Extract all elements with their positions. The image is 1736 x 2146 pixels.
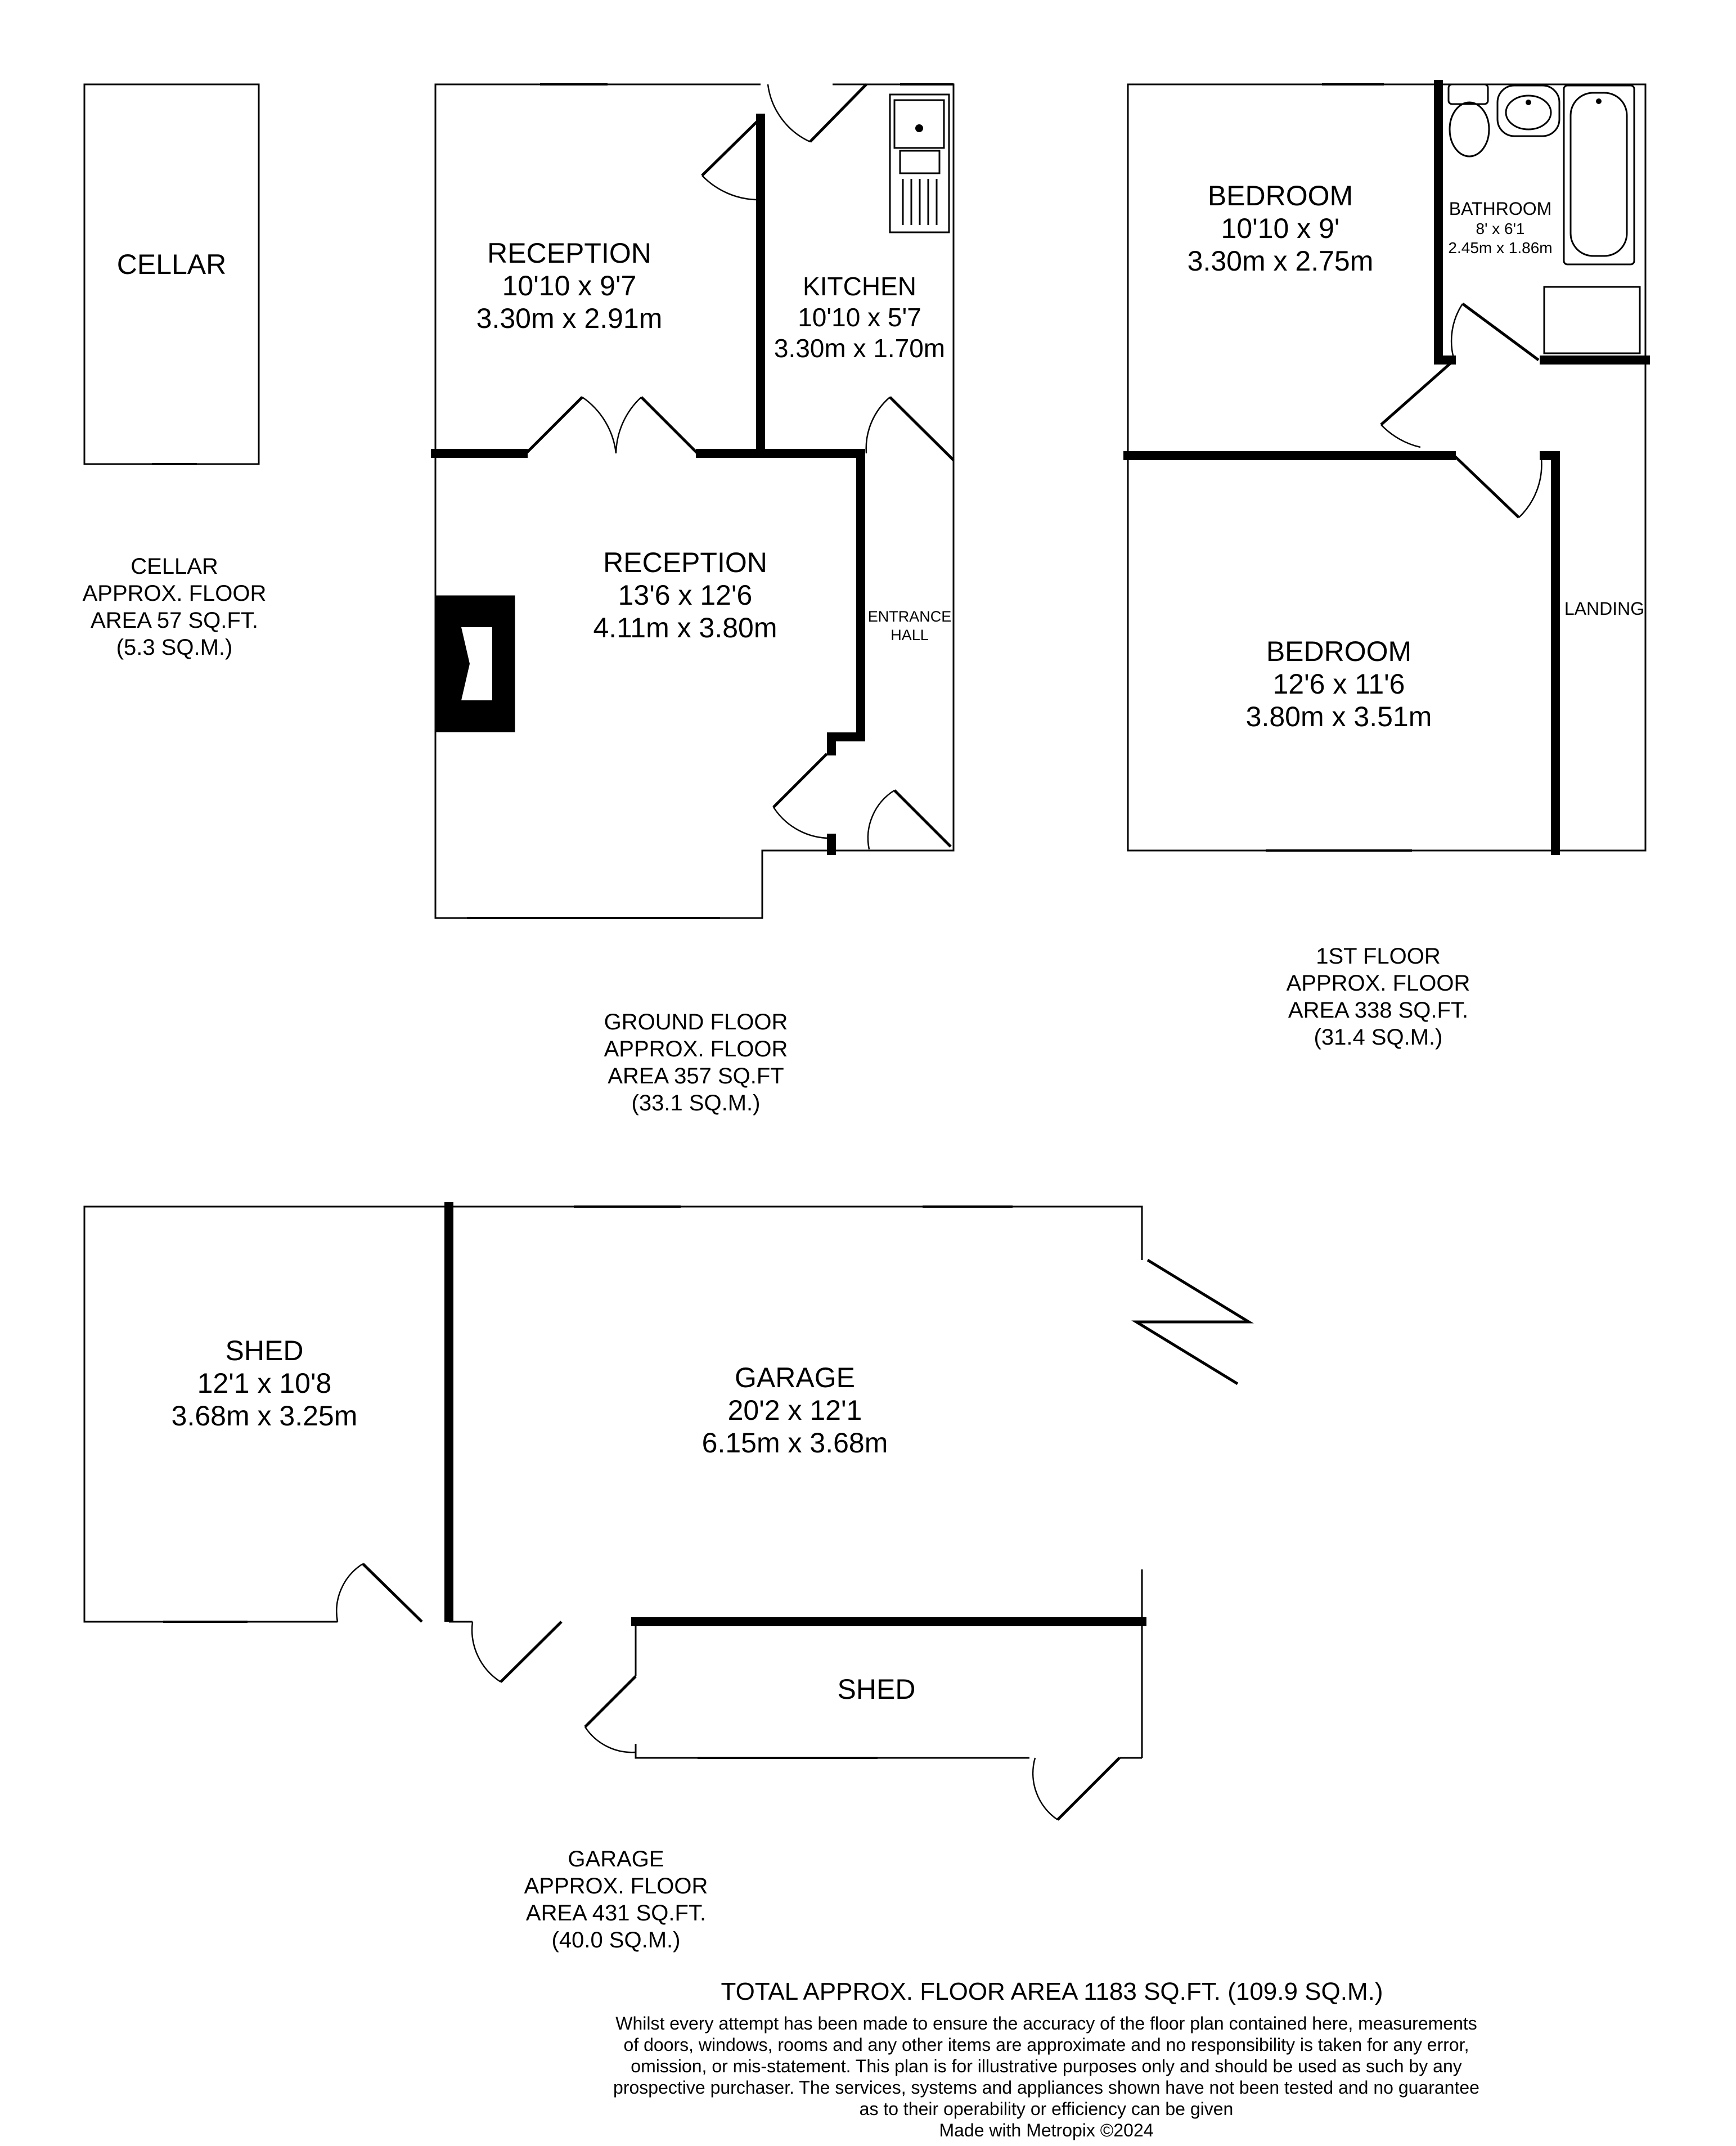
svg-text:13'6 x 12'6: 13'6 x 12'6: [618, 579, 753, 611]
cellar-area-caption: CELLAR APPROX. FLOOR AREA 57 SQ.FT. (5.3…: [83, 554, 267, 660]
svg-text:12'1 x 10'8: 12'1 x 10'8: [197, 1367, 332, 1399]
room-landing: LANDING: [1564, 599, 1644, 619]
svg-text:(5.3 SQ.M.): (5.3 SQ.M.): [116, 635, 233, 660]
svg-text:AREA 57 SQ.FT.: AREA 57 SQ.FT.: [91, 608, 258, 633]
svg-text:4.11m x 3.80m: 4.11m x 3.80m: [593, 612, 777, 644]
svg-text:BATHROOM: BATHROOM: [1449, 199, 1552, 219]
bathtub-icon: [1563, 84, 1635, 266]
svg-text:BEDROOM: BEDROOM: [1208, 180, 1353, 212]
garage-plan: SHED 12'1 x 10'8 3.68m x 3.25m GARAGE 20…: [83, 1202, 1254, 1821]
room-garage: GARAGE 20'2 x 12'1 6.15m x 3.68m: [702, 1362, 888, 1459]
svg-text:GROUND FLOOR: GROUND FLOOR: [604, 1010, 788, 1034]
svg-text:APPROX. FLOOR: APPROX. FLOOR: [1287, 971, 1470, 996]
svg-text:RECEPTION: RECEPTION: [487, 237, 651, 269]
svg-text:3.80m x 3.51m: 3.80m x 3.51m: [1246, 701, 1432, 732]
svg-text:ENTRANCE: ENTRANCE: [868, 608, 952, 625]
toilet-icon: [1447, 83, 1490, 158]
svg-text:(40.0 SQ.M.): (40.0 SQ.M.): [552, 1928, 681, 1952]
svg-text:2.45m x 1.86m: 2.45m x 1.86m: [1448, 239, 1552, 257]
cellar-plan: CELLAR: [83, 83, 260, 465]
svg-text:RECEPTION: RECEPTION: [603, 547, 767, 578]
room-bedroom-1: BEDROOM 10'10 x 9' 3.30m x 2.75m: [1188, 180, 1374, 277]
svg-text:3.68m x 3.25m: 3.68m x 3.25m: [172, 1400, 358, 1432]
room-entrance-hall: ENTRANCE HALL: [868, 608, 952, 644]
svg-text:10'10 x 9': 10'10 x 9': [1221, 213, 1340, 244]
disclaimer: Whilst every attempt has been made to en…: [613, 2013, 1479, 2119]
svg-text:as to their operability or eff: as to their operability or efficiency ca…: [860, 2099, 1234, 2119]
svg-text:6.15m x 3.68m: 6.15m x 3.68m: [702, 1427, 888, 1459]
first-floor-area-caption: 1ST FLOOR APPROX. FLOOR AREA 338 SQ.FT. …: [1287, 944, 1470, 1050]
svg-text:AREA 431 SQ.FT.: AREA 431 SQ.FT.: [526, 1901, 706, 1925]
svg-text:APPROX. FLOOR: APPROX. FLOOR: [604, 1037, 788, 1061]
washbasin-icon: [1496, 84, 1560, 137]
ground-floor-plan: RECEPTION 10'10 x 9'7 3.30m x 2.91m KITC…: [431, 83, 955, 919]
svg-text:3.30m x 2.91m: 3.30m x 2.91m: [476, 303, 663, 334]
svg-text:3.30m x 1.70m: 3.30m x 1.70m: [774, 334, 945, 363]
svg-text:12'6 x 11'6: 12'6 x 11'6: [1272, 668, 1405, 700]
svg-text:CELLAR: CELLAR: [131, 554, 218, 579]
svg-text:BEDROOM: BEDROOM: [1266, 636, 1411, 667]
cellar-room-label: CELLAR: [117, 249, 227, 280]
bathroom-cabinet: [1543, 286, 1641, 354]
svg-text:SHED: SHED: [226, 1335, 304, 1366]
svg-text:3.30m x 2.75m: 3.30m x 2.75m: [1188, 245, 1374, 277]
room-bathroom: BATHROOM 8' x 6'1 2.45m x 1.86m: [1448, 199, 1552, 257]
svg-text:1ST FLOOR: 1ST FLOOR: [1316, 944, 1441, 969]
svg-text:(33.1 SQ.M.): (33.1 SQ.M.): [632, 1091, 761, 1115]
svg-text:AREA 357 SQ.FT: AREA 357 SQ.FT: [608, 1064, 784, 1088]
svg-text:20'2 x 12'1: 20'2 x 12'1: [728, 1394, 862, 1426]
room-reception-front: RECEPTION 10'10 x 9'7 3.30m x 2.91m: [476, 237, 663, 334]
room-kitchen: KITCHEN 10'10 x 5'7 3.30m x 1.70m: [774, 272, 945, 363]
svg-text:APPROX. FLOOR: APPROX. FLOOR: [83, 581, 267, 606]
room-reception-rear: RECEPTION 13'6 x 12'6 4.11m x 3.80m: [593, 547, 777, 644]
ground-floor-area-caption: GROUND FLOOR APPROX. FLOOR AREA 357 SQ.F…: [604, 1010, 788, 1115]
svg-text:GARAGE: GARAGE: [735, 1362, 855, 1393]
svg-text:10'10 x 9'7: 10'10 x 9'7: [502, 270, 637, 302]
garage-area-caption: GARAGE APPROX. FLOOR AREA 431 SQ.FT. (40…: [524, 1847, 708, 1952]
svg-text:AREA 338 SQ.FT.: AREA 338 SQ.FT.: [1288, 998, 1468, 1023]
svg-text:of doors, windows, rooms and a: of doors, windows, rooms and any other i…: [624, 2035, 1469, 2055]
svg-text:prospective purchaser. The ser: prospective purchaser. The services, sys…: [613, 2077, 1479, 2098]
room-bedroom-2: BEDROOM 12'6 x 11'6 3.80m x 3.51m: [1246, 636, 1432, 732]
room-shed-1: SHED 12'1 x 10'8 3.68m x 3.25m: [172, 1335, 358, 1432]
svg-text:8' x 6'1: 8' x 6'1: [1476, 220, 1525, 237]
first-floor-plan: BEDROOM 10'10 x 9' 3.30m x 2.75m BATHROO…: [1123, 80, 1650, 855]
total-area: TOTAL APPROX. FLOOR AREA 1183 SQ.FT. (10…: [721, 1978, 1383, 2005]
kitchen-sink-icon: [889, 93, 950, 233]
svg-text:omission, or mis-statement. Th: omission, or mis-statement. This plan is…: [631, 2056, 1461, 2076]
room-shed-2: SHED: [838, 1673, 916, 1705]
svg-text:10'10 x 5'7: 10'10 x 5'7: [798, 303, 921, 332]
svg-text:KITCHEN: KITCHEN: [803, 272, 916, 301]
svg-text:Whilst every attempt has been: Whilst every attempt has been made to en…: [615, 2013, 1477, 2033]
svg-text:GARAGE: GARAGE: [568, 1847, 664, 1871]
svg-text:(31.4 SQ.M.): (31.4 SQ.M.): [1314, 1025, 1443, 1050]
svg-text:HALL: HALL: [891, 627, 929, 644]
svg-text:APPROX. FLOOR: APPROX. FLOOR: [524, 1874, 708, 1898]
credit: Made with Metropix ©2024: [939, 2120, 1153, 2140]
